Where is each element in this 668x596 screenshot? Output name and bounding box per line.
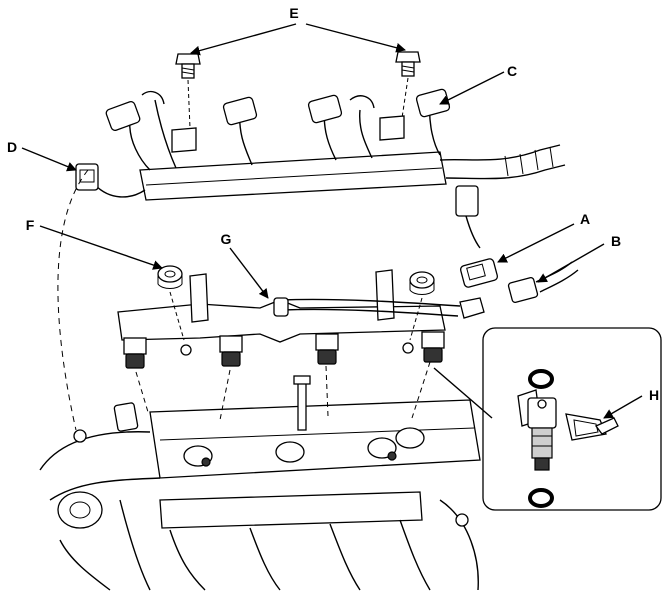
injector-2 [219, 335, 243, 367]
harness-bolt-right [395, 51, 421, 77]
injector-3 [315, 333, 339, 365]
callout-b: B [611, 233, 621, 249]
quick-connect-fitting [459, 258, 499, 288]
fuel-rail [117, 269, 485, 369]
o-ring-upper [528, 369, 554, 389]
injector-1 [123, 337, 147, 369]
injector-detail-inset [433, 327, 662, 511]
intake-manifold [39, 375, 481, 591]
injector-wire-harness [75, 88, 566, 249]
fuel-feed-hose-connector [507, 261, 579, 303]
callout-a: A [580, 211, 590, 227]
rail-collar-right [409, 271, 435, 295]
callout-g: G [221, 231, 232, 247]
callout-c: C [507, 63, 517, 79]
injector-clip [565, 413, 619, 441]
harness-bolt-left [175, 53, 201, 79]
injector-4 [421, 331, 445, 363]
leader-lines [21, 23, 643, 419]
injector-detail [517, 389, 557, 471]
callout-f: F [26, 217, 35, 233]
rail-collar-left [157, 265, 183, 289]
callout-d: D [7, 139, 17, 155]
o-ring-lower [528, 488, 554, 508]
callout-h: H [649, 387, 659, 403]
callout-e: E [289, 5, 298, 21]
